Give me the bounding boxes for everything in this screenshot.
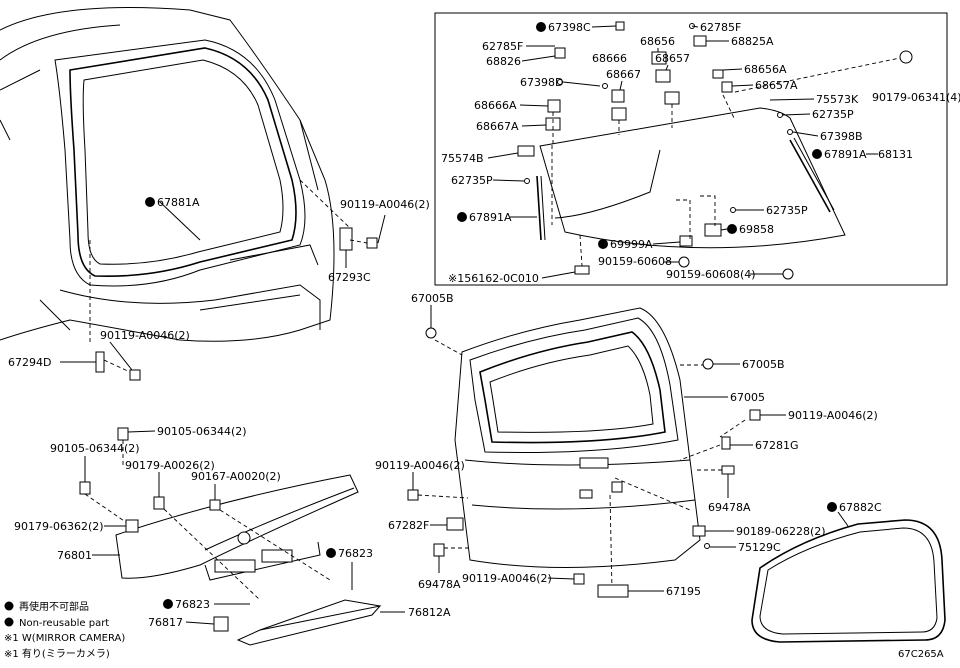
label-69858: 69858 (739, 223, 774, 236)
label-68656A: 68656A (744, 63, 787, 76)
label-156162: ※156162-0C010 (448, 272, 539, 285)
back-door-panel-labels: 67005B 67005B 67005 90119-A0046(2) 67281… (375, 292, 878, 598)
label-62785F-l: 62785F (482, 40, 523, 53)
label-69478A-l: 69478A (418, 578, 461, 591)
garnish-fasteners: 90105-06344(2) 90105-06344(2) 90179-A002… (14, 425, 331, 601)
label-68657A: 68657A (755, 79, 798, 92)
weatherstrip-67882C: 67882C (751, 501, 946, 643)
label-76823-b: 76823 (175, 598, 210, 611)
label-75574B: 75574B (441, 152, 484, 165)
label-90167-A0020: 90167-A0020(2) (191, 470, 281, 483)
label-76801: 76801 (57, 549, 92, 562)
label-67293C: 67293C (328, 271, 371, 284)
label-62735P-c: 62735P (766, 204, 808, 217)
label-67891A-r: 67891A (824, 148, 867, 161)
label-90119-A0046-c: 90119-A0046(2) (788, 409, 878, 422)
label-90179-06341: 90179-06341(4) (872, 91, 960, 104)
label-68825A: 68825A (731, 35, 774, 48)
label-75129C: 75129C (738, 541, 781, 554)
label-76823-a: 76823 (338, 547, 373, 560)
label-90189-06228: 90189-06228(2) (736, 525, 826, 538)
label-67294D: 67294D (8, 356, 51, 369)
legend-non-reusable-jp: 再使用不可部品 (19, 600, 89, 613)
label-68656: 68656 (640, 35, 675, 48)
back-door-panel-67005 (454, 307, 701, 591)
label-90119-A0046-b: 90119-A0046(2) (100, 329, 190, 342)
label-62785F-r: 62785F (700, 21, 741, 34)
stopper-bracket-67293C: 90119-A0046(2) 67293C (299, 179, 430, 284)
back-door-weatherstrip-callout: 67881A (145, 196, 201, 241)
label-68666A: 68666A (474, 99, 517, 112)
label-67398D: 67398D (520, 76, 563, 89)
label-67881A: 67881A (157, 196, 200, 209)
legend-note-1: ※1 W(MIRROR CAMERA) (4, 633, 125, 644)
label-90105-06344-b: 90105-06344(2) (50, 442, 140, 455)
label-90105-06344-a: 90105-06344(2) (157, 425, 247, 438)
legend: 再使用不可部品 Non-reusable part ※1 W(MIRROR CA… (4, 600, 125, 660)
body-back-opening (0, 7, 335, 342)
license-lamp-76812A: 76812A 76823 76823 76817 (148, 547, 451, 646)
label-90159-60608-b: 90159-60608(4) (666, 268, 756, 281)
legend-note-2: ※1 有り(ミラーカメラ) (4, 647, 110, 660)
label-69478A-r: 69478A (708, 501, 751, 514)
label-62735P-b: 62735P (451, 174, 493, 187)
label-90179-A0026: 90179-A0026(2) (125, 459, 215, 472)
label-90159-60608-a: 90159-60608 (598, 255, 672, 268)
label-68667: 68667 (606, 68, 641, 81)
stopper-bracket-67294D: 67294D 90119-A0046(2) (8, 240, 190, 381)
label-67005: 67005 (730, 391, 765, 404)
label-67398B: 67398B (820, 130, 863, 143)
label-67281G: 67281G (755, 439, 799, 452)
label-90119-A0046-e: 90119-A0046(2) (462, 572, 552, 585)
diagram-code: 67C265A (898, 649, 944, 660)
label-90119-A0046-a: 90119-A0046(2) (340, 198, 430, 211)
label-75573K: 75573K (816, 93, 859, 106)
glass-box-labels: 67398C 62785F 68825A 62785F 68826 68666 … (441, 21, 960, 285)
label-68666: 68666 (592, 52, 627, 65)
label-67398C: 67398C (548, 21, 591, 34)
label-90119-A0046-d: 90119-A0046(2) (375, 459, 465, 472)
label-67882C: 67882C (839, 501, 882, 514)
legend-non-reusable-en: Non-reusable part (19, 618, 109, 629)
label-67005B-b: 67005B (742, 358, 785, 371)
label-68131: 68131 (878, 148, 913, 161)
label-67005B-a: 67005B (411, 292, 454, 305)
label-67195: 67195 (666, 585, 701, 598)
label-69999A: 69999A (610, 238, 653, 251)
label-68667A: 68667A (476, 120, 519, 133)
label-67282F: 67282F (388, 519, 429, 532)
label-68826: 68826 (486, 55, 521, 68)
label-67891A-l: 67891A (469, 211, 512, 224)
glass-detail-box (434, 12, 948, 286)
label-76812A: 76812A (408, 606, 451, 619)
label-68657: 68657 (655, 52, 690, 65)
label-62735P-a: 62735P (812, 108, 854, 121)
label-76817: 76817 (148, 616, 183, 629)
label-90179-06362: 90179-06362(2) (14, 520, 104, 533)
